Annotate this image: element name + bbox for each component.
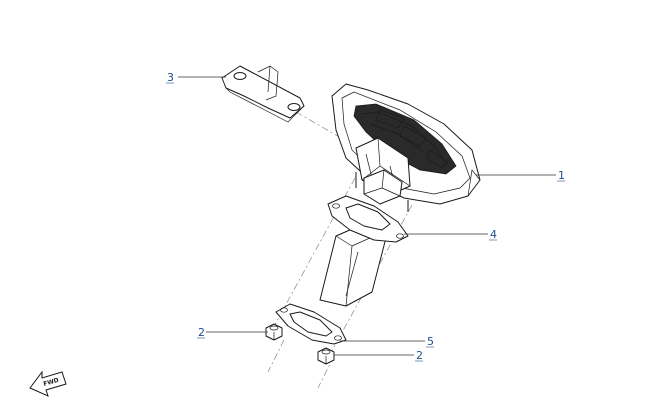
part-2-nut-left <box>265 323 283 341</box>
part-5-gasket <box>275 303 347 345</box>
part-4-gasket-sleeve <box>319 195 409 307</box>
part-1-display <box>331 83 481 212</box>
part-2-nut-right <box>317 347 335 365</box>
fwd-label: FWD <box>43 377 60 388</box>
callout-4: 4 <box>490 228 497 241</box>
callout-underlines <box>166 82 565 362</box>
callout-2-right: 2 <box>416 349 423 362</box>
part-3-bracket <box>221 65 305 123</box>
callout-3: 3 <box>167 71 174 84</box>
callout-2-left: 2 <box>198 326 205 339</box>
fwd-arrow-icon: FWD <box>29 370 67 397</box>
callout-5: 5 <box>427 335 434 348</box>
leader-lines <box>178 76 556 356</box>
callout-1: 1 <box>558 169 565 182</box>
